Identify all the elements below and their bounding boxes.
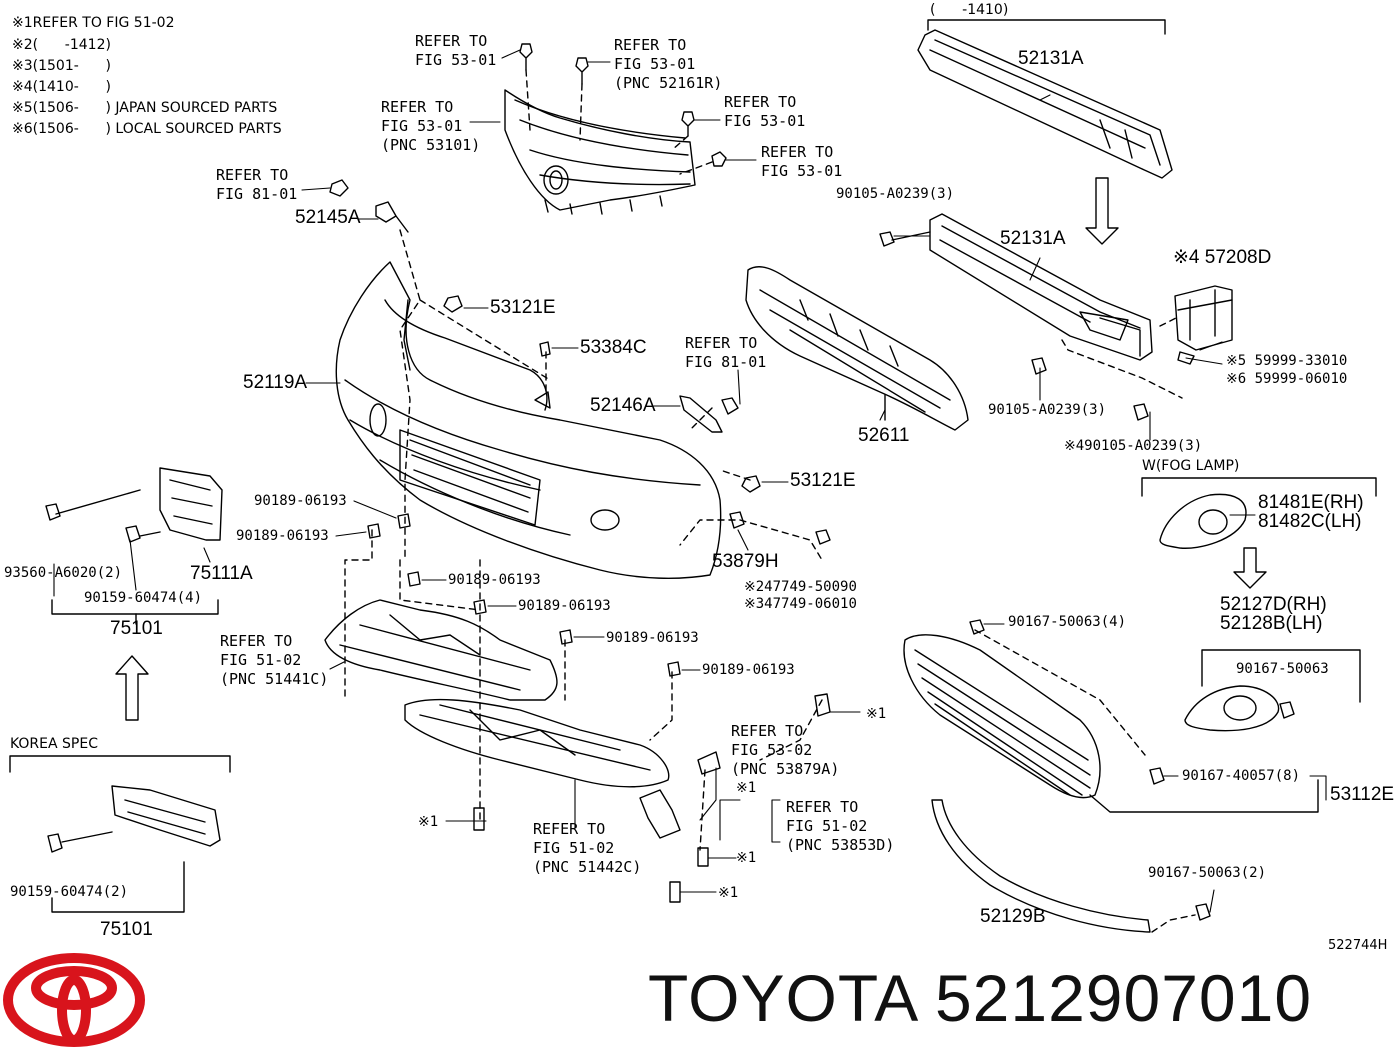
note-mark: ※6 <box>12 121 33 137</box>
upper-reinforcement-drawing <box>917 19 1173 245</box>
fog-lamp-label: W(FOG LAMP) <box>1142 458 1240 474</box>
part-label: 52129B <box>980 906 1046 927</box>
lower-reinforcement-drawing <box>891 213 1183 399</box>
refer-label: REFER TO FIG 51-02 (PNC 53853D) <box>786 798 895 854</box>
part-label: 75101 <box>110 618 163 639</box>
korea-spec-label: KOREA SPEC <box>10 736 98 752</box>
note-text: ( -1412) <box>32 37 111 53</box>
part-caption: TOYOTA 5212907010 <box>648 958 1312 1038</box>
refer-label: REFER TO FIG 51-02 (PNC 51441C) <box>220 632 329 688</box>
reference-mark: ※1 <box>736 850 757 866</box>
reference-mark: ※1 <box>418 814 439 830</box>
refer-label: REFER TO FIG 53-01 <box>415 32 497 69</box>
bolt-label: ※347749-06010 <box>744 596 857 612</box>
bracket-57208D-drawing <box>1174 285 1233 365</box>
note-3: ※3(1501- ) <box>12 56 111 77</box>
part-label: 81481E(RH) <box>1258 492 1364 513</box>
reference-mark: ※1 <box>866 706 887 722</box>
part-label: 53112E <box>1330 784 1395 805</box>
bolt-label: ※490105-A0239(3) <box>1064 438 1203 454</box>
bolt-label: 90189-06193 <box>518 598 611 614</box>
bolt-label: 90159-60474(2) <box>10 884 129 900</box>
note-text: REFER TO FIG 51-02 <box>32 15 175 31</box>
note-mark: ※4 <box>12 79 33 95</box>
lower-brackets <box>639 751 721 839</box>
bolt-label: 90189-06193 <box>702 662 795 678</box>
part-label: 53121E <box>790 470 856 491</box>
note-text: (1506- ) JAPAN SOURCED PARTS <box>32 100 278 116</box>
bolt-label: 90189-06193 <box>236 528 329 544</box>
refer-label: REFER TO FIG 81-01 <box>685 334 767 371</box>
note-6: ※6(1506- ) LOCAL SOURCED PARTS <box>12 119 282 140</box>
bumper-cover-drawing <box>335 261 722 579</box>
part-label: 52131A <box>1000 228 1066 249</box>
part-label: 81482C(LH) <box>1258 511 1362 532</box>
note-4: ※4(1410- ) <box>12 77 111 98</box>
license-bracket-drawing <box>9 467 231 913</box>
upper-grille-drawing <box>504 89 696 215</box>
refer-label: REFER TO FIG 53-01 (PNC 53101) <box>381 98 481 154</box>
bolt-label: ※6 59999-06010 <box>1226 371 1348 387</box>
refer-label: REFER TO FIG 81-01 <box>216 166 298 203</box>
part-label: ※4 57208D <box>1173 247 1272 268</box>
refer-label: REFER TO FIG 53-01 <box>761 143 843 180</box>
part-number: 5212907010 <box>934 961 1313 1035</box>
note-mark: ※3 <box>12 58 33 74</box>
bolt-label: 90167-50063(2) <box>1148 865 1267 881</box>
lower-grille-drawing <box>903 629 1319 813</box>
note-1: ※1REFER TO FIG 51-02 <box>12 13 174 34</box>
note-mark: ※2 <box>12 37 33 53</box>
fasteners <box>45 179 1295 921</box>
bolt-label: 90105-A0239(3) <box>988 402 1107 418</box>
bolt-label: 90189-06193 <box>254 493 347 509</box>
refer-label: REFER TO FIG 53-01 <box>724 93 806 130</box>
upper-clips <box>519 43 727 175</box>
note-text: (1410- ) <box>32 79 111 95</box>
refer-label: REFER TO FIG 53-01 (PNC 52161R) <box>614 36 723 92</box>
fog-cover-drawing <box>1141 477 1377 732</box>
part-label: 53384C <box>580 337 647 358</box>
part-label: 75101 <box>100 919 153 940</box>
energy-absorber-drawing <box>745 266 969 431</box>
refer-label: REFER TO FIG 53-02 (PNC 53879A) <box>731 722 840 778</box>
part-label: 52119A <box>243 372 308 393</box>
part-label: 52128B(LH) <box>1220 613 1323 634</box>
part-label: 53879H <box>712 551 779 572</box>
toyota-logo <box>3 953 145 1047</box>
bolt-label: 90105-A0239(3) <box>836 186 955 202</box>
bolt-label: 90167-40057(8) <box>1182 768 1301 784</box>
bolt-label: 90167-50063(4) <box>1008 614 1127 630</box>
refer-label: REFER TO FIG 51-02 (PNC 51442C) <box>533 820 642 876</box>
bolt-label: 90159-60474(4) <box>84 590 203 606</box>
bolt-label: 90189-06193 <box>448 572 541 588</box>
part-label: 52145A <box>295 207 361 228</box>
part-label: 52611 <box>858 425 910 446</box>
part-label: 52131A <box>1018 48 1084 69</box>
note-mark: ※5 <box>12 100 33 116</box>
bolt-label: ※5 59999-33010 <box>1226 353 1348 369</box>
note-text: (1506- ) LOCAL SOURCED PARTS <box>32 121 282 137</box>
label-leaders <box>53 49 1327 913</box>
part-label: 52146A <box>590 395 656 416</box>
brand-name: TOYOTA <box>648 961 916 1035</box>
note-text: (1501- ) <box>32 58 111 74</box>
note-mark: ※1 <box>12 15 33 31</box>
note-5: ※5(1506- ) JAPAN SOURCED PARTS <box>12 98 277 119</box>
bolt-label: 90167-50063 <box>1236 661 1329 677</box>
reference-mark: ※1 <box>718 885 739 901</box>
bolt-label: 93560-A6020(2) <box>4 565 123 581</box>
undercover-drawing <box>324 599 670 788</box>
reference-mark: ※1 <box>736 780 757 796</box>
part-label: 75111A <box>190 563 253 584</box>
part-label: 53121E <box>490 297 556 318</box>
drawing-number: 522744H <box>1328 938 1388 953</box>
molding-drawing <box>931 799 1196 933</box>
date-range-label: ( -1410) <box>930 2 1009 18</box>
bolt-label: ※247749-50090 <box>744 579 857 595</box>
part-label: 52127D(RH) <box>1220 594 1327 615</box>
bumper-leaders <box>344 229 823 851</box>
note-2: ※2( -1412) <box>12 35 111 56</box>
bolt-label: 90189-06193 <box>606 630 699 646</box>
